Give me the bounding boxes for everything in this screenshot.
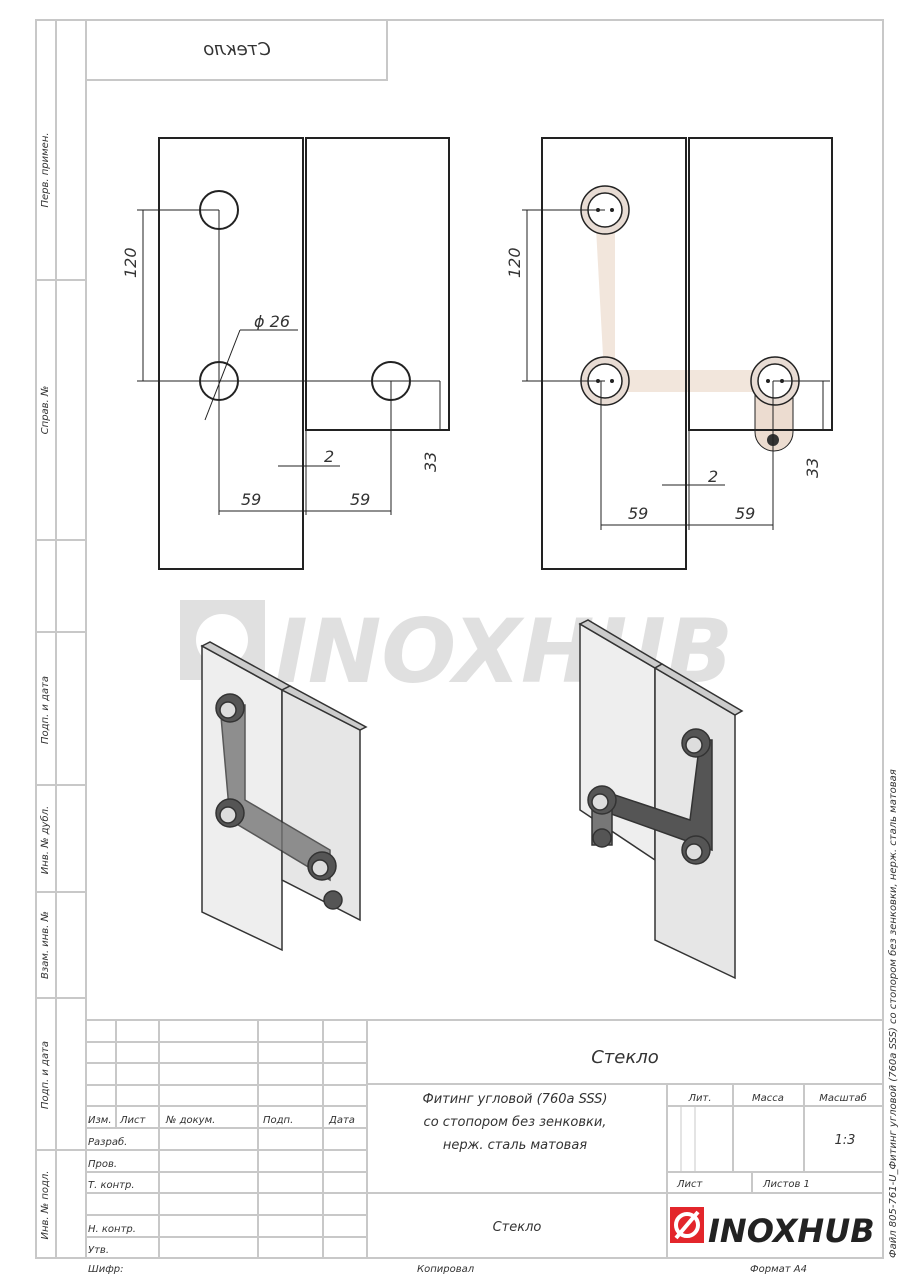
row-label: Н. контр. — [88, 1224, 136, 1235]
title-block-grid — [86, 1019, 883, 1258]
description-line: Фитинг угловой (760a SSS) — [423, 1092, 608, 1107]
dim-offset: 33 — [421, 452, 440, 472]
lit-label: Лит. — [687, 1093, 711, 1104]
description-line: нерж. сталь матовая — [443, 1138, 587, 1153]
dim-diameter: ϕ 26 — [254, 312, 290, 331]
front-view-glass — [137, 137, 450, 570]
side-label: Перв. примен. — [40, 132, 51, 207]
row-label: Т. контр. — [88, 1180, 135, 1191]
dim-gap: 2 — [708, 467, 718, 486]
front-view-fitting — [522, 137, 833, 570]
row-label: Утв. — [88, 1245, 109, 1256]
isometric-view-right — [578, 619, 744, 980]
dim-horizontal-a: 59 — [628, 504, 648, 523]
format-label: Формат А4 — [750, 1264, 807, 1275]
dim-horizontal-b: 59 — [350, 490, 370, 509]
dim-horizontal-b: 59 — [735, 504, 755, 523]
title-material: Стекло — [591, 1047, 659, 1068]
bottom-material: Стекло — [493, 1220, 542, 1235]
side-label: Подп. и дата — [40, 676, 51, 744]
side-label: Взам. инв. № — [40, 911, 51, 979]
scale-value: 1:3 — [835, 1133, 856, 1148]
side-label: Подп. и дата — [40, 1041, 51, 1109]
side-labels: Перв. примен. Справ. № Подп. и дата Инв.… — [39, 132, 51, 1239]
header-doc: № докум. — [165, 1115, 215, 1126]
copied-label: Копировал — [417, 1264, 475, 1275]
side-label: Инв. № дубл. — [39, 806, 51, 874]
sheet-frame — [35, 19, 884, 1259]
dim-spacing: 120 — [505, 247, 524, 278]
header-izm: Изм. — [88, 1115, 112, 1126]
scale-label: Масштаб — [819, 1092, 867, 1104]
isometric-view-left — [200, 641, 368, 952]
mirrored-glass-label: Стекло — [203, 39, 271, 60]
sheet-label: Лист — [676, 1179, 704, 1190]
dim-offset: 33 — [803, 458, 822, 478]
header-list: Лист — [119, 1115, 147, 1126]
row-label: Пров. — [88, 1159, 117, 1170]
header-date: Дата — [328, 1115, 355, 1126]
sheets-label: Листов 1 — [762, 1179, 810, 1190]
cipher-label: Шифр: — [88, 1264, 123, 1275]
logo-text: INOXHUB — [708, 1212, 875, 1250]
dim-horizontal-a: 59 — [241, 490, 261, 509]
row-label: Разраб. — [88, 1136, 127, 1148]
inoxhub-logo: INOXHUB — [670, 1207, 875, 1250]
description-line: со стопором без зенковки, — [424, 1115, 607, 1130]
side-label: Инв. № подл. — [40, 1171, 51, 1240]
mass-label: Масса — [752, 1093, 784, 1104]
file-label: Файл 805-761-U_Фитинг угловой (760a SSS)… — [887, 769, 899, 1258]
dim-spacing: 120 — [121, 247, 140, 278]
side-label: Справ. № — [40, 386, 51, 435]
header-sign: Подп. — [263, 1115, 293, 1126]
dim-gap: 2 — [324, 447, 334, 466]
